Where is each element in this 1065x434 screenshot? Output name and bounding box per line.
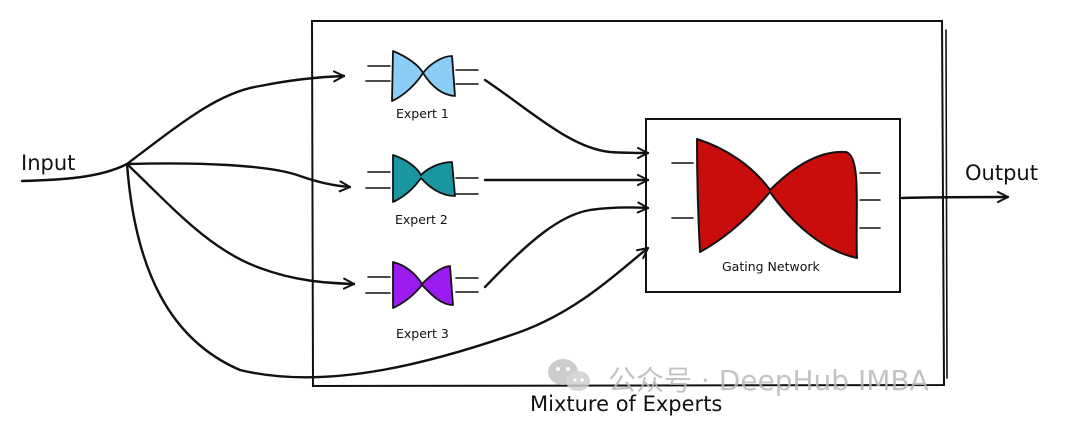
expert-3-label: Expert 3 (396, 326, 449, 341)
expert-2 (365, 154, 479, 203)
expert-1 (365, 50, 479, 102)
gating-network (671, 138, 881, 259)
expert-3 (365, 261, 479, 309)
input-arrows (20, 70, 650, 379)
expert-3-shape (392, 261, 454, 309)
expert-1-shape (391, 50, 456, 102)
moe-container (310, 20, 948, 388)
output-label: Output (965, 161, 1038, 185)
gating-label: Gating Network (722, 259, 821, 274)
container-label: Mixture of Experts (530, 392, 722, 416)
watermark: 公众号 · DeepHub IMBA (548, 359, 929, 397)
watermark-text: 公众号 · DeepHub IMBA (608, 364, 929, 397)
output-arrow (900, 191, 1010, 204)
expert-2-shape (392, 154, 456, 203)
wechat-icon (548, 359, 590, 391)
input-label: Input (21, 151, 75, 175)
expert-2-label: Expert 2 (395, 212, 448, 227)
expert-to-gating-arrows (483, 78, 650, 289)
gating-network-shape (696, 138, 858, 259)
expert-1-label: Expert 1 (396, 106, 449, 121)
